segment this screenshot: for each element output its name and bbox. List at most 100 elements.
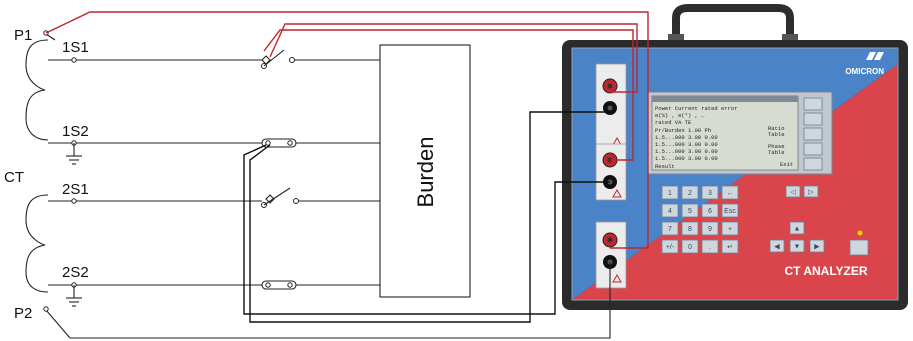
- nav-key-face[interactable]: [809, 239, 825, 253]
- status-led: [857, 230, 863, 236]
- keypad-key-label: 8: [688, 226, 692, 233]
- soft-label-exit: Exit: [780, 161, 793, 168]
- keypad-key-label: 2: [688, 190, 692, 197]
- keypad-key-face[interactable]: [721, 239, 739, 254]
- lcd-table-row: 1.5...000 3.00 0.00: [655, 148, 718, 155]
- label-ct: CT: [4, 169, 24, 186]
- lcd-screen: [651, 95, 799, 171]
- lead-1s1-red-sense: [263, 29, 634, 161]
- brand-label: OMICRON: [845, 67, 884, 76]
- keypad-key-face[interactable]: [701, 221, 719, 236]
- keypad-key-face[interactable]: [701, 203, 719, 218]
- keypad-key-face[interactable]: [661, 185, 679, 200]
- device-name: CT ANALYZER: [784, 264, 867, 278]
- nav-key[interactable]: ▼: [789, 239, 805, 253]
- keypad-key[interactable]: 3: [701, 185, 719, 200]
- label-1s2: 1S2: [62, 123, 89, 140]
- nav-key-face[interactable]: [789, 221, 805, 235]
- keypad-key-label: .: [709, 244, 711, 251]
- lcd-line-2: e(%) , e(°) , …: [655, 112, 705, 119]
- lead-1s2-black: [249, 111, 610, 323]
- warning-icon: [612, 188, 622, 198]
- keypad-key[interactable]: Esc: [721, 203, 739, 218]
- lcd-table-row: 1.5...000 3.00 0.00: [655, 155, 718, 162]
- keypad-key-label: 4: [668, 208, 672, 215]
- function-key[interactable]: ◁: [785, 185, 801, 198]
- nav-key-label: ◀: [774, 244, 780, 251]
- function-key-face[interactable]: [785, 185, 801, 198]
- keypad-key[interactable]: ←: [721, 185, 739, 200]
- soft-key[interactable]: [803, 157, 823, 171]
- keypad-key[interactable]: 4: [661, 203, 679, 218]
- keypad-key-face[interactable]: [721, 185, 739, 200]
- keypad-key-face[interactable]: [701, 185, 719, 200]
- keypad-key-label: ←: [727, 190, 734, 197]
- keypad-key-face[interactable]: [661, 221, 679, 236]
- lcd-table-header: Pr/Burden 1.00 Ph: [655, 127, 711, 134]
- nav-key-face[interactable]: [789, 239, 805, 253]
- numeric-keypad: 1 2 3 ← 4 5 6 Esc 7 8 9 + +/-0. ↵: [661, 185, 739, 254]
- keypad-key[interactable]: 7: [661, 221, 679, 236]
- terminal-1s1: [71, 57, 77, 63]
- lead-p1-red: [45, 11, 649, 249]
- keypad-key[interactable]: .: [701, 239, 719, 254]
- keypad-key[interactable]: +: [721, 221, 739, 236]
- keypad-key-face[interactable]: [681, 221, 699, 236]
- warning-icon: [612, 273, 622, 283]
- keypad-key-face[interactable]: [681, 239, 699, 254]
- nav-key[interactable]: ▶: [809, 239, 825, 253]
- soft-key[interactable]: [803, 97, 823, 111]
- keypad-key-label: ↵: [727, 244, 733, 251]
- nav-key[interactable]: ▲: [789, 221, 805, 235]
- nav-key-label: ▼: [794, 244, 801, 251]
- nav-key[interactable]: ◀: [769, 239, 785, 253]
- function-key[interactable]: ▷: [803, 185, 819, 198]
- soft-key[interactable]: [803, 127, 823, 141]
- keypad-key-label: +: [728, 226, 732, 233]
- keypad-key-face[interactable]: [721, 221, 739, 236]
- function-key-face[interactable]: [803, 185, 819, 198]
- keypad-key[interactable]: 1: [661, 185, 679, 200]
- start-button[interactable]: [849, 230, 869, 256]
- lcd-line-3: rated VA TE: [655, 119, 692, 126]
- keypad-key-face[interactable]: [661, 203, 679, 218]
- keypad-key-face[interactable]: [681, 203, 699, 218]
- ct-analyzer-device: OMICRON CT ANALYZER: [562, 4, 908, 310]
- label-p2: P2: [14, 305, 32, 322]
- keypad-key[interactable]: 2: [681, 185, 699, 200]
- carry-handle: [672, 4, 794, 42]
- keypad-key[interactable]: ↵: [721, 239, 739, 254]
- lcd-table-row: 1.5...000 3.00 0.00: [655, 134, 718, 141]
- keypad-key-face[interactable]: [701, 239, 719, 254]
- keypad-key[interactable]: +/-: [661, 239, 679, 254]
- socket-group-1: [595, 63, 627, 151]
- keypad-key[interactable]: 5: [681, 203, 699, 218]
- keypad-key-face[interactable]: [661, 239, 679, 254]
- lcd-table-row: 1.5...000 3.00 0.00: [655, 141, 718, 148]
- keypad-key-label: 3: [708, 190, 712, 197]
- soft-key[interactable]: [803, 142, 823, 156]
- switch-1s1: [261, 49, 295, 69]
- keypad-key[interactable]: 9: [701, 221, 719, 236]
- keypad-key-label: 1: [668, 190, 672, 197]
- keypad-key-label: 6: [708, 208, 712, 215]
- lead-1s1-red: [269, 23, 638, 93]
- switch-1s2-closed: [261, 138, 297, 148]
- soft-key[interactable]: [803, 112, 823, 126]
- burden-label: Burden: [413, 137, 438, 208]
- keypad-key[interactable]: 8: [681, 221, 699, 236]
- switch-2s2-closed: [261, 280, 297, 290]
- label-2s1: 2S1: [62, 181, 89, 198]
- keypad-key[interactable]: 0: [681, 239, 699, 254]
- keypad-key-face[interactable]: [721, 203, 739, 218]
- keypad-key-face[interactable]: [681, 185, 699, 200]
- keypad-key[interactable]: 6: [701, 203, 719, 218]
- nav-key-face[interactable]: [769, 239, 785, 253]
- socket-group-3: [595, 221, 627, 289]
- soft-label-ratio: Ratio: [768, 125, 785, 132]
- io-button[interactable]: [849, 239, 869, 256]
- soft-label-table-2: Table: [768, 149, 785, 156]
- switch-2s1: [261, 187, 299, 208]
- lcd-footer: Result: [655, 163, 675, 170]
